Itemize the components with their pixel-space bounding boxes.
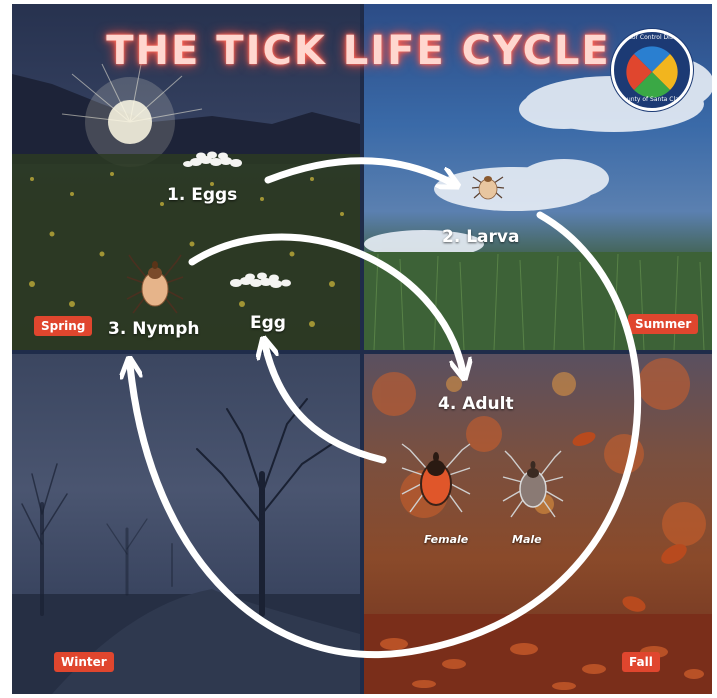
label-female: Female [424, 533, 469, 546]
label-male: Male [512, 533, 542, 546]
stage-label-egg: Egg [250, 313, 286, 333]
winter-scene [12, 398, 360, 694]
fall-scene [364, 358, 712, 694]
nymph-tick-icon [126, 254, 184, 314]
diagram-frame: Spring Summer [12, 4, 712, 694]
season-badge-summer: Summer [628, 314, 699, 334]
stage-label-larva: 2. Larva [442, 227, 520, 247]
season-badge-winter: Winter [54, 652, 114, 672]
vector-control-logo: Vector Control District County of Santa … [611, 29, 693, 111]
stage-label-nymph: 3. Nymph [108, 319, 200, 339]
larva-tick-icon [471, 176, 505, 200]
logo-quadrants [626, 46, 678, 98]
egg-cluster-icon [183, 151, 242, 167]
arrow-eggs-to-larva [264, 157, 452, 183]
stage-label-eggs: 1. Eggs [167, 185, 238, 205]
male-tick-icon [502, 450, 564, 518]
logo-top-text: Vector Control District [618, 34, 686, 41]
arrow-nymph-to-adult [188, 233, 463, 372]
female-tick-icon [401, 443, 471, 513]
winter-quadrant: Winter [12, 354, 360, 694]
arrow-adult-to-egg [265, 345, 387, 464]
stage-label-adult: 4. Adult [438, 394, 514, 414]
diagram-title: THE TICK LIFE CYCLE [106, 28, 611, 74]
logo-bottom-text: County of Santa Clara [619, 96, 685, 103]
season-badge-spring: Spring [34, 316, 93, 336]
spring-scene [12, 58, 360, 350]
season-badge-fall: Fall [622, 652, 660, 672]
egg-cluster-icon-2 [230, 272, 291, 288]
spring-quadrant: Spring [12, 4, 360, 350]
fall-quadrant: Fall [364, 354, 712, 694]
arrow-larva-to-nymph [130, 211, 642, 658]
